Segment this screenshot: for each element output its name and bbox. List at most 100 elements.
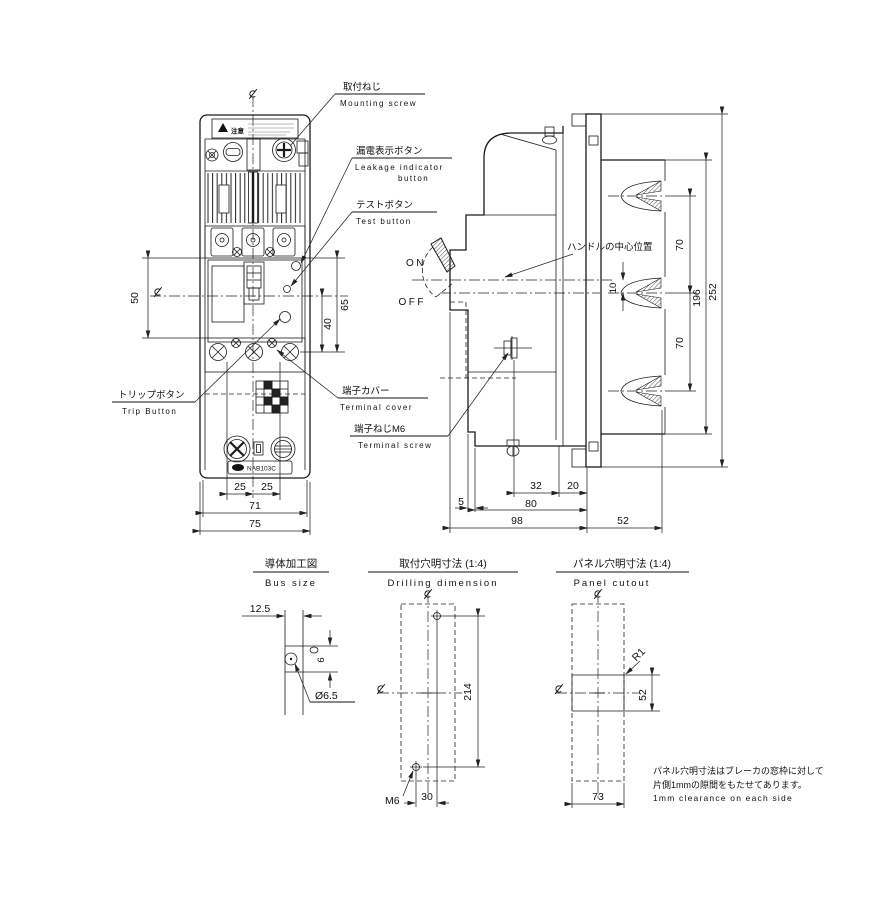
dim-20: 20 <box>567 480 579 492</box>
warning-text: 注意 <box>231 126 245 135</box>
dim-80: 80 <box>525 498 537 510</box>
terminal-cover-label: 端子カバー Terminal cover <box>276 349 428 412</box>
panel-cutout-detail: パネル穴明寸法 (1:4) Panel cutout R1 52 73 パネル穴… <box>554 557 824 808</box>
note-line2: 片側1mmの隙間をもたせてあります。 <box>653 779 807 790</box>
side-right-dims: 70 70 196 252 <box>601 106 728 468</box>
svg-text:漏電表示ボタン: 漏電表示ボタン <box>356 145 423 157</box>
dim-71: 71 <box>249 500 261 512</box>
test-button <box>283 285 291 293</box>
dim-32: 32 <box>530 480 542 492</box>
centerline-symbol <box>153 286 163 298</box>
dim-30: 30 <box>421 791 433 803</box>
side-view: ON OFF ハンドルの中心位置 <box>399 106 728 533</box>
trip-button-label: トリップボタン Trip Button <box>112 318 281 416</box>
warning-triangle-icon <box>218 123 228 132</box>
handle-center-label: ハンドルの中心位置 <box>504 241 653 278</box>
front-view: 注意 <box>112 82 509 535</box>
dim-40: 40 <box>322 318 334 330</box>
top-screw-band <box>205 138 309 171</box>
lower-body: NAB103C <box>205 380 305 475</box>
dim-70a: 70 <box>674 239 686 251</box>
brand-logo <box>232 464 244 471</box>
svg-text:Trip Button: Trip Button <box>122 407 177 416</box>
side-bottom-dims: 32 20 5 80 98 52 <box>442 312 663 533</box>
panel-title-jp: パネル穴明寸法 (1:4) <box>573 557 671 570</box>
svg-text:button: button <box>398 174 429 183</box>
panel-title-en: Panel cutout <box>574 578 651 589</box>
centerline-symbol <box>554 683 564 695</box>
dim-25b: 25 <box>261 481 273 493</box>
svg-text:Mounting screw: Mounting screw <box>340 99 417 108</box>
leakage-indicator-button <box>291 261 301 271</box>
front-callouts: 取付ねじ Mounting screw 漏電表示ボタン Leakage indi… <box>112 82 509 450</box>
dim-98: 98 <box>511 515 523 527</box>
svg-text:Test button: Test button <box>356 217 412 226</box>
bus-size-title-en: Bus size <box>265 578 317 589</box>
breaker-outline-dashed <box>400 603 456 782</box>
leakage-indicator-label: 漏電表示ボタン Leakage indicator button <box>300 145 452 264</box>
handle <box>243 261 265 305</box>
handle-panel <box>207 259 303 343</box>
svg-text:10: 10 <box>608 283 619 294</box>
drilling-title-jp: 取付穴明寸法 (1:4) <box>399 557 487 570</box>
svg-text:テストボタン: テストボタン <box>356 200 413 211</box>
drilling-title-en: Drilling dimension <box>388 578 499 589</box>
bus-size-detail: 導体加工図 Bus size 12.5 6 Ø6.5 <box>242 557 355 715</box>
centerline-symbol <box>423 588 433 600</box>
dim-65: 65 <box>339 299 351 311</box>
centerline-symbol <box>248 88 258 100</box>
svg-text:取付ねじ: 取付ねじ <box>343 82 381 93</box>
centerline-symbol <box>376 683 386 695</box>
breaker-body-front <box>199 114 311 479</box>
dim-196: 196 <box>691 289 703 307</box>
breaker-body-side <box>449 126 586 447</box>
svg-text:Terminal screw: Terminal screw <box>358 441 432 450</box>
dim-52-panel: 52 <box>637 689 649 701</box>
dim-5: 5 <box>458 496 464 508</box>
dim-25a: 25 <box>234 481 246 493</box>
nameplate-text: NAB103C <box>247 466 276 473</box>
centerline-symbol <box>593 588 603 600</box>
warning-label: 注意 <box>211 118 299 139</box>
svg-text:ハンドルの中心位置: ハンドルの中心位置 <box>567 241 653 253</box>
rating-table <box>255 380 289 414</box>
svg-text:端子ねじM6: 端子ねじM6 <box>354 423 405 435</box>
dim-12-5: 12.5 <box>250 603 271 615</box>
note-line1: パネル穴明寸法はブレーカの窓枠に対して <box>653 765 824 776</box>
dim-50: 50 <box>129 292 141 304</box>
svg-text:端子カバー: 端子カバー <box>342 385 390 397</box>
drill-holes <box>410 610 443 773</box>
r1-label: R1 <box>630 646 648 664</box>
plug-in-clip <box>607 375 677 407</box>
front-dimensions: 50 65 40 25 25 71 75 <box>129 250 351 535</box>
svg-text:Terminal cover: Terminal cover <box>340 403 413 412</box>
note-line3: 1mm clearance on each side <box>653 793 793 803</box>
vent-slots <box>206 171 304 224</box>
dim-73: 73 <box>592 791 604 803</box>
rear-plate <box>571 113 677 468</box>
terminal-cover-dashed <box>440 301 516 379</box>
terminal-screws <box>209 343 299 361</box>
cover-screws <box>223 435 296 463</box>
bottom-mounting-screw <box>506 439 520 457</box>
dim-6: 6 <box>316 657 327 662</box>
nameplate: NAB103C <box>227 460 293 475</box>
dim-70b: 70 <box>674 337 686 349</box>
drilling-detail: 取付穴明寸法 (1:4) Drilling dimension 214 30 M… <box>368 557 518 807</box>
svg-text:Leakage indicator: Leakage indicator <box>355 163 444 172</box>
on-label: ON <box>406 258 426 269</box>
bus-hole <box>284 652 298 666</box>
dim-214: 214 <box>462 683 474 701</box>
upper-terminal-row <box>204 225 306 259</box>
mounting-screw-label: 取付ねじ Mounting screw <box>289 82 425 147</box>
bus-size-title-jp: 導体加工図 <box>265 557 318 570</box>
m6-label: M6 <box>385 795 400 807</box>
svg-text:トリップボタン: トリップボタン <box>118 390 185 401</box>
side-handle: ON OFF <box>399 237 456 308</box>
dim-52-side: 52 <box>617 515 629 527</box>
dim-75: 75 <box>249 518 261 530</box>
clearance-note: パネル穴明寸法はブレーカの窓枠に対して 片側1mmの隙間をもたせてあります。 1… <box>653 765 824 803</box>
top-terminal-screw <box>542 126 557 145</box>
